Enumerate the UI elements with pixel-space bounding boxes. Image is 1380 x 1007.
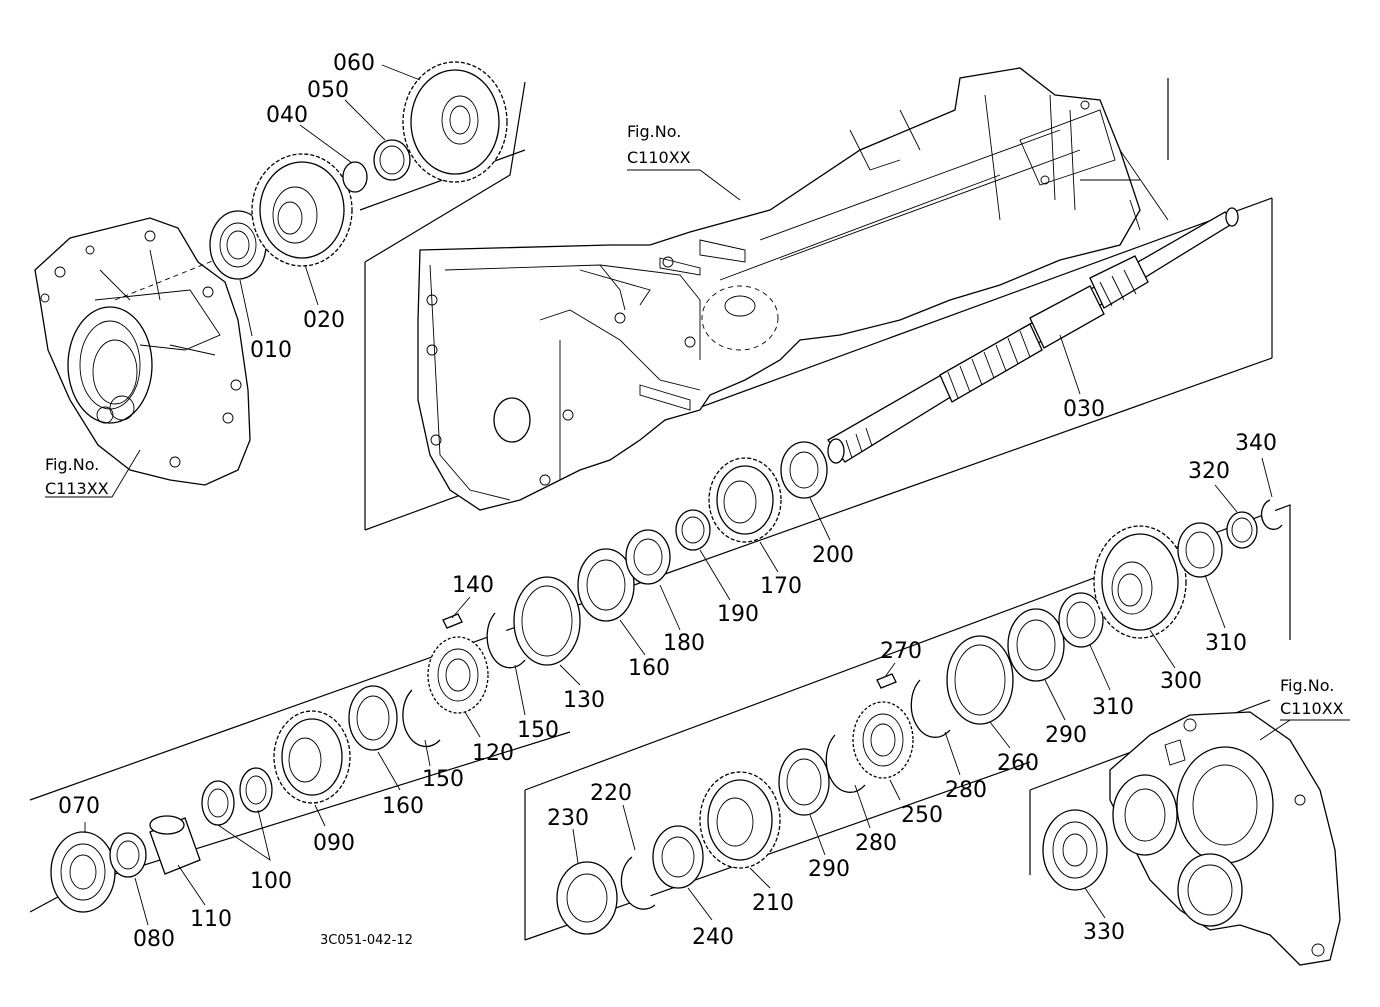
callout-180: 180	[663, 631, 705, 656]
callout-290b: 290	[808, 857, 850, 882]
callout-280b: 280	[855, 831, 897, 856]
callout-340: 340	[1235, 431, 1277, 456]
fig-ref-left-line1: Fig.No.	[45, 455, 99, 474]
upper-parts	[209, 61, 508, 280]
callout-020: 020	[303, 308, 345, 333]
callout-labels: 010 020 030 040 050 060 070 080 090 100 …	[58, 51, 1277, 952]
rear-housing	[1109, 711, 1341, 966]
callout-060: 060	[333, 51, 375, 76]
callout-100: 100	[250, 869, 292, 894]
callout-300: 300	[1160, 669, 1202, 694]
transmission-case	[417, 67, 1169, 511]
callout-310a: 310	[1205, 631, 1247, 656]
figure-references: Fig.No. C110XX Fig.No. C113XX Fig.No. C1…	[45, 122, 1344, 718]
callout-030: 030	[1063, 397, 1105, 422]
callout-010: 010	[250, 338, 292, 363]
callout-050: 050	[307, 78, 349, 103]
callout-220: 220	[590, 781, 632, 806]
middle-parts	[50, 441, 828, 913]
callout-090: 090	[313, 831, 355, 856]
callout-320: 320	[1188, 459, 1230, 484]
callout-290a: 290	[1045, 723, 1087, 748]
callout-200: 200	[812, 543, 854, 568]
callout-280a: 280	[945, 778, 987, 803]
callout-260: 260	[997, 751, 1039, 776]
callout-150a: 150	[517, 718, 559, 743]
callout-140: 140	[452, 573, 494, 598]
front-housing	[34, 217, 251, 486]
callout-210: 210	[752, 891, 794, 916]
callout-190: 190	[717, 602, 759, 627]
fig-ref-right-line1: Fig.No.	[1280, 676, 1334, 695]
fig-ref-right-line2: C110XX	[1280, 699, 1344, 718]
callout-080: 080	[133, 927, 175, 952]
fig-ref-top-line1: Fig.No.	[627, 122, 681, 141]
callout-240: 240	[692, 925, 734, 950]
callout-110: 110	[190, 907, 232, 932]
fig-ref-left-line2: C113XX	[45, 479, 109, 498]
callout-160b: 160	[382, 794, 424, 819]
callout-040: 040	[266, 103, 308, 128]
callout-150b: 150	[422, 767, 464, 792]
callout-120: 120	[472, 741, 514, 766]
callout-330: 330	[1083, 920, 1125, 945]
callout-230: 230	[547, 806, 589, 831]
lower-parts	[556, 499, 1283, 935]
callout-310b: 310	[1092, 695, 1134, 720]
fig-ref-top-line2: C110XX	[627, 148, 691, 167]
drawing-code: 3C051-042-12	[320, 933, 413, 948]
callout-070: 070	[58, 794, 100, 819]
main-shaft-030	[827, 207, 1239, 464]
callout-170: 170	[760, 574, 802, 599]
callout-250: 250	[901, 803, 943, 828]
callout-270: 270	[880, 639, 922, 664]
callout-130: 130	[563, 688, 605, 713]
callout-160a: 160	[628, 656, 670, 681]
